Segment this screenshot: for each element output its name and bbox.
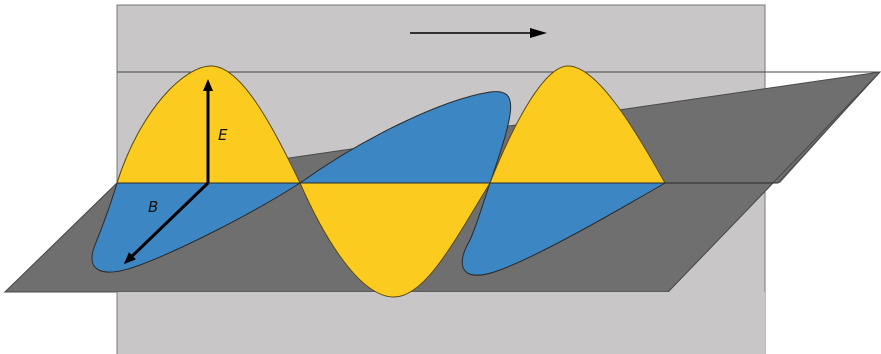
horizontal-plane-fill — [5, 72, 880, 292]
electric-wave-lobe-2 — [299, 182, 491, 298]
electric-wave-lobe-3 — [489, 65, 666, 184]
magnetic-field-vector — [123, 181, 210, 265]
magnetic-field-label: B — [148, 198, 158, 216]
electric-field-label: E — [218, 126, 228, 144]
vertical-plane-lower — [117, 292, 765, 354]
right-arrow-icon — [410, 28, 547, 38]
magnetic-wave-lobe-2 — [298, 91, 512, 184]
